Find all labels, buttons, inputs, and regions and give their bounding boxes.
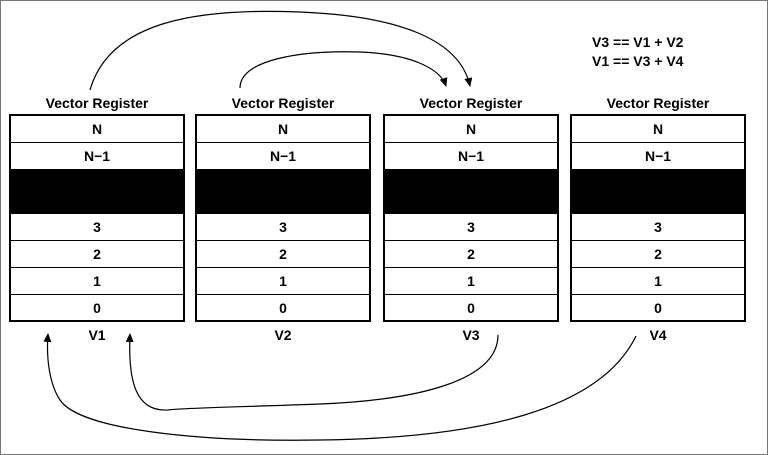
cell-0: 0 <box>654 300 662 316</box>
register-name: V1 <box>88 327 106 343</box>
register-v2: Vector Register N N−1 3 2 1 0 V2 <box>195 92 371 343</box>
cell-n: N <box>197 116 369 143</box>
cell-2: 2 <box>197 241 369 268</box>
cell-n: N <box>11 116 183 143</box>
cell-2: 2 <box>572 241 744 268</box>
cell-elided <box>572 170 744 214</box>
cell-2: 2 <box>11 241 183 268</box>
cell-3: 3 <box>572 214 744 241</box>
cell-elided <box>385 170 557 214</box>
equation-v3: V3 == V1 + V2 <box>592 34 684 50</box>
cell-elided <box>197 170 369 214</box>
register-name: V2 <box>274 327 292 343</box>
register-box: N N−1 3 2 1 0 <box>570 114 746 322</box>
cell-1: 1 <box>572 268 744 295</box>
cell-0: 0 <box>93 300 101 316</box>
register-title: Vector Register <box>45 95 149 111</box>
cell-n: N <box>385 116 557 143</box>
cell-3: 3 <box>385 214 557 241</box>
register-name: V3 <box>462 327 480 343</box>
register-title: Vector Register <box>606 95 710 111</box>
cell-elided <box>11 170 183 214</box>
cell-1: 1 <box>197 268 369 295</box>
cell-1: 1 <box>11 268 183 295</box>
register-v3: Vector Register N N−1 3 2 1 0 V3 <box>383 92 559 343</box>
equation-v1: V1 == V3 + V4 <box>592 53 684 69</box>
register-name: V4 <box>649 327 667 343</box>
register-v1: Vector Register N N−1 3 2 1 0 V1 <box>9 92 185 343</box>
register-box: N N−1 3 2 1 0 <box>383 114 559 322</box>
register-box: N N−1 3 2 1 0 <box>195 114 371 322</box>
register-box: N N−1 3 2 1 0 <box>9 114 185 322</box>
cell-2: 2 <box>385 241 557 268</box>
cell-n-minus-1: N−1 <box>197 143 369 170</box>
register-title: Vector Register <box>231 95 335 111</box>
cell-n-minus-1: N−1 <box>385 143 557 170</box>
cell-0: 0 <box>279 300 287 316</box>
cell-0: 0 <box>467 300 475 316</box>
cell-n-minus-1: N−1 <box>11 143 183 170</box>
register-title: Vector Register <box>419 95 523 111</box>
cell-3: 3 <box>197 214 369 241</box>
cell-1: 1 <box>385 268 557 295</box>
cell-n: N <box>572 116 744 143</box>
register-v4: Vector Register N N−1 3 2 1 0 V4 <box>570 92 746 343</box>
cell-n-minus-1: N−1 <box>572 143 744 170</box>
cell-3: 3 <box>11 214 183 241</box>
